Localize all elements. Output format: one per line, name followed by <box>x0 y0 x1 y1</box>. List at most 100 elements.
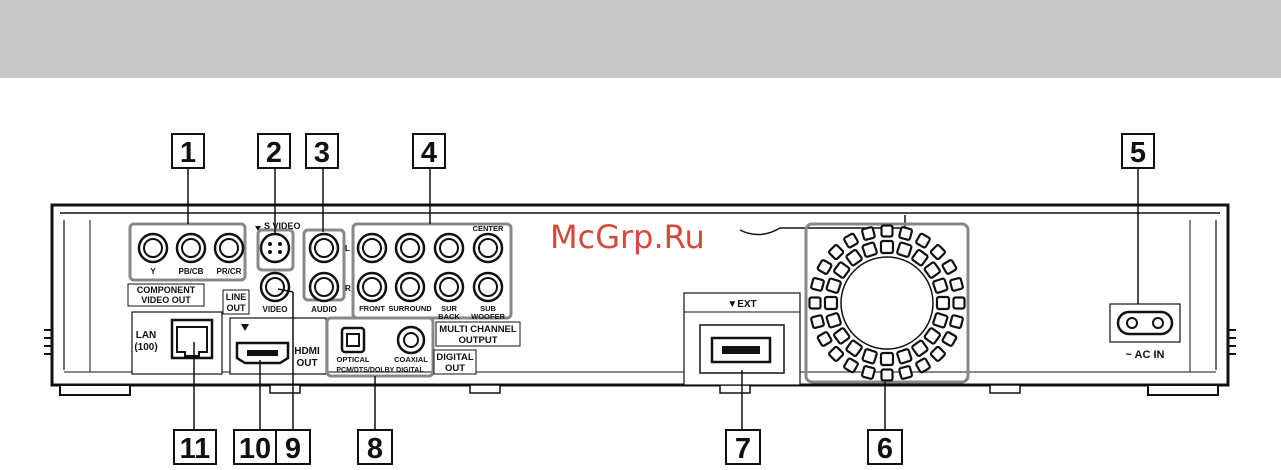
label-pb: PB/CB <box>179 267 204 276</box>
jack-mc-2[interactable] <box>396 234 424 262</box>
fan-vent <box>862 242 877 257</box>
label-lan-1: LAN <box>136 330 157 341</box>
jack-audio-l[interactable] <box>310 234 338 262</box>
fan-vent <box>899 366 912 379</box>
coaxial-port[interactable] <box>398 327 424 353</box>
label-ac-in: ~ AC IN <box>1125 349 1164 361</box>
callout-9: 9 <box>276 430 310 465</box>
fan-vent <box>810 298 821 309</box>
svg-text:7: 7 <box>735 433 751 465</box>
label-front: FRONT <box>359 304 385 313</box>
callout-10: 10 <box>234 430 276 465</box>
fan-vent <box>950 315 963 328</box>
jack-s-video[interactable] <box>261 234 289 262</box>
fan-vent <box>826 313 841 328</box>
ext-usb-port[interactable] <box>712 338 770 362</box>
jack-sur-back[interactable] <box>435 273 463 301</box>
label-digital-2: OUT <box>445 363 465 374</box>
label-digital-1: DIGITAL <box>436 352 473 363</box>
label-multi-2: OUTPUT <box>458 335 497 346</box>
callout-3: 3 <box>306 134 338 169</box>
label-pr: PR/CR <box>217 267 242 276</box>
jack-mc-3[interactable] <box>435 234 463 262</box>
svg-text:4: 4 <box>421 137 437 169</box>
label-line-1: LINE <box>226 292 247 302</box>
callout-11: 11 <box>174 430 216 465</box>
fan-vent <box>882 370 893 381</box>
fan-vent <box>933 313 948 328</box>
label-audio: AUDIO <box>311 305 337 314</box>
label-surround: SURROUND <box>388 304 432 313</box>
label-r: R <box>345 284 351 293</box>
fan-vent <box>811 315 824 328</box>
fan-vent <box>862 349 877 364</box>
fan-vent <box>882 226 893 237</box>
jack-sub-woofer[interactable] <box>474 273 502 301</box>
svg-text:2: 2 <box>266 137 282 169</box>
fan-vent <box>897 242 912 257</box>
jack-pr[interactable] <box>215 234 243 262</box>
svg-text:8: 8 <box>367 433 383 465</box>
fan-vent <box>862 366 875 379</box>
callout-7: 7 <box>726 430 760 465</box>
fan-vent <box>825 297 837 309</box>
fan-vent <box>811 278 824 291</box>
label-optical: OPTICAL <box>337 355 370 364</box>
hdmi-port-group: HDMI OUT <box>230 318 326 374</box>
label-coaxial: COAXIAL <box>394 355 428 364</box>
fan-vent <box>881 241 893 253</box>
ac-in-socket[interactable] <box>1118 312 1172 334</box>
watermark-text: McGrp.Ru <box>550 218 705 256</box>
hdmi-port[interactable] <box>237 343 288 363</box>
label-lan-2: (100) <box>134 342 157 353</box>
jack-pb[interactable] <box>177 234 205 262</box>
fan-vent <box>899 227 912 240</box>
callout-1: 1 <box>172 134 204 169</box>
lan-port[interactable] <box>172 320 212 358</box>
label-pcm: PCM/DTS/DOLBY DIGITAL <box>336 367 424 374</box>
callout-4: 4 <box>413 134 445 169</box>
jack-audio-r[interactable] <box>310 273 338 301</box>
jack-mc-1[interactable] <box>358 234 386 262</box>
fan-hub <box>841 257 933 349</box>
lan-port-group: LAN (100) <box>132 312 222 374</box>
fan-vent <box>950 278 963 291</box>
fan-vent <box>881 353 893 365</box>
callout-2: 2 <box>258 134 290 169</box>
label-l: L <box>345 244 350 253</box>
label-video: VIDEO <box>263 305 288 314</box>
callout-6: 6 <box>868 430 902 465</box>
label-multi-1: MULTI CHANNEL <box>439 324 517 335</box>
jack-video[interactable] <box>261 273 289 301</box>
optical-port[interactable] <box>342 328 364 352</box>
label-sur-back-2: BACK <box>438 312 460 321</box>
jack-surround[interactable] <box>396 273 424 301</box>
svg-text:1: 1 <box>180 137 196 169</box>
label-line-2: OUT <box>227 303 247 313</box>
fan-vent <box>937 297 949 309</box>
label-sub-woofer-2: WOOFER <box>471 312 505 321</box>
svg-text:5: 5 <box>1130 137 1146 169</box>
svg-text:3: 3 <box>314 137 330 169</box>
svg-text:9: 9 <box>285 433 301 465</box>
jack-front[interactable] <box>358 273 386 301</box>
label-hdmi-1: HDMI <box>294 346 320 357</box>
fan-vent <box>897 349 912 364</box>
label-component-2: VIDEO OUT <box>141 295 191 305</box>
label-hdmi-2: OUT <box>296 358 317 369</box>
fan-vent <box>954 298 965 309</box>
svg-text:6: 6 <box>877 433 893 465</box>
svg-text:11: 11 <box>180 433 211 465</box>
jack-center[interactable] <box>474 234 502 262</box>
callout-5: 5 <box>1122 134 1154 169</box>
fan-vent <box>826 278 841 293</box>
callout-8: 8 <box>358 430 392 465</box>
label-ext: ▼EXT <box>727 299 756 310</box>
label-y: Y <box>150 267 156 276</box>
svg-text:10: 10 <box>239 433 271 465</box>
label-center: CENTER <box>473 224 504 233</box>
jack-y[interactable] <box>139 234 167 262</box>
fan-vent <box>933 278 948 293</box>
fan-vent <box>862 227 875 240</box>
